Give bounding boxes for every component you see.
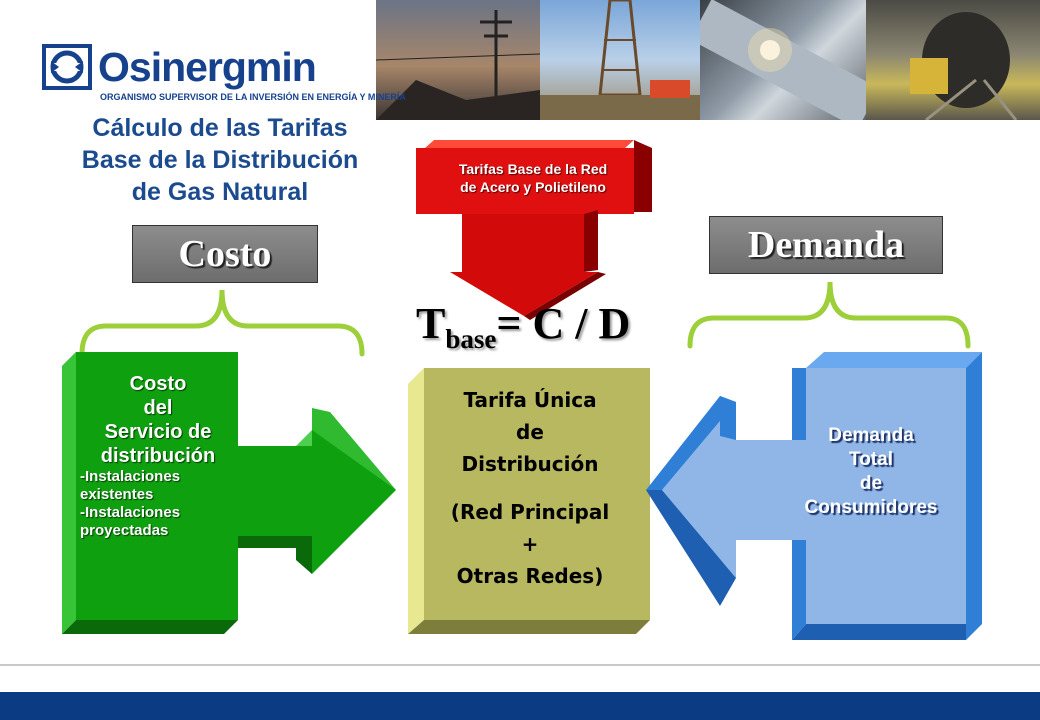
title-line: Cálculo de las Tarifas xyxy=(92,114,348,142)
osinergmin-logo: Osinergmin xyxy=(42,43,317,90)
blue-box-line: de xyxy=(859,473,883,494)
green-box-item: -Instalaciones xyxy=(80,504,181,521)
olive-box-line: Distribución xyxy=(461,452,599,476)
green-box-item: -Instalaciones xyxy=(80,468,181,485)
red-box-text: Tarifas Base de la Red de Acero y Poliet… xyxy=(422,160,644,196)
blue-box-line: Consumidores xyxy=(804,497,938,518)
costo-brace xyxy=(79,289,365,357)
olive-box-line: Otras Redes) xyxy=(456,564,604,588)
olive-box-line: de xyxy=(516,420,544,444)
mine-tunnel-icon xyxy=(910,12,1018,120)
photo-oil-rig xyxy=(540,0,700,120)
page-title: Cálculo de las Tarifas Base de la Distri… xyxy=(42,112,398,208)
olive-tariff-box xyxy=(408,368,650,634)
formula-t: T xyxy=(416,299,446,348)
green-box-item: proyectadas xyxy=(80,522,169,539)
olive-box-spacer xyxy=(424,480,636,496)
tariff-formula: Tbase= C / D xyxy=(416,299,631,353)
demanda-label: Demanda xyxy=(709,216,943,274)
red-box-line: Tarifas Base de la Red xyxy=(458,161,608,177)
pipe-icon xyxy=(700,0,866,120)
footer-bar xyxy=(0,692,1040,720)
olive-box-text: Tarifa Única de Distribución (Red Princi… xyxy=(424,384,636,592)
header-photo-strip xyxy=(376,0,1040,120)
demanda-brace xyxy=(687,281,971,349)
photo-power-lines xyxy=(376,0,540,120)
green-box-text: Costo del Servicio de distribución -Inst… xyxy=(80,372,236,540)
olive-box-line: + xyxy=(521,532,539,556)
title-line: Base de la Distribución xyxy=(81,146,359,174)
title-line: de Gas Natural xyxy=(131,178,309,206)
blue-demand-box xyxy=(646,352,982,640)
green-box-item: existentes xyxy=(80,486,154,503)
oil-rig-icon xyxy=(540,0,700,120)
costo-label: Costo xyxy=(132,225,318,283)
photo-pipe-welding xyxy=(700,0,866,120)
olive-box-line: Tarifa Única xyxy=(463,388,597,412)
green-cost-box xyxy=(62,352,396,634)
blue-box-line: Demanda xyxy=(828,425,914,446)
green-box-line: Costo xyxy=(129,373,187,395)
logo-subtitle: ORGANISMO SUPERVISOR DE LA INVERSIÓN EN … xyxy=(100,92,406,102)
logo-mark-icon xyxy=(42,44,92,90)
formula-rest: = C / D xyxy=(496,299,631,348)
green-box-line: Servicio de xyxy=(104,421,212,443)
olive-box-line: (Red Principal xyxy=(450,500,610,524)
blue-box-line: Total xyxy=(849,449,893,470)
photo-mine-tunnel xyxy=(866,0,1040,120)
formula-subscript: base xyxy=(445,324,497,354)
green-box-line: distribución xyxy=(100,445,216,467)
red-down-arrow xyxy=(416,140,652,320)
blue-box-text: Demanda Total de Consumidores xyxy=(770,424,972,520)
green-box-line: del xyxy=(143,397,173,419)
power-tower-icon xyxy=(376,10,540,120)
footer-divider xyxy=(0,664,1040,666)
red-box-line: de Acero y Polietileno xyxy=(460,179,606,195)
logo-wordmark: Osinergmin xyxy=(98,43,317,90)
